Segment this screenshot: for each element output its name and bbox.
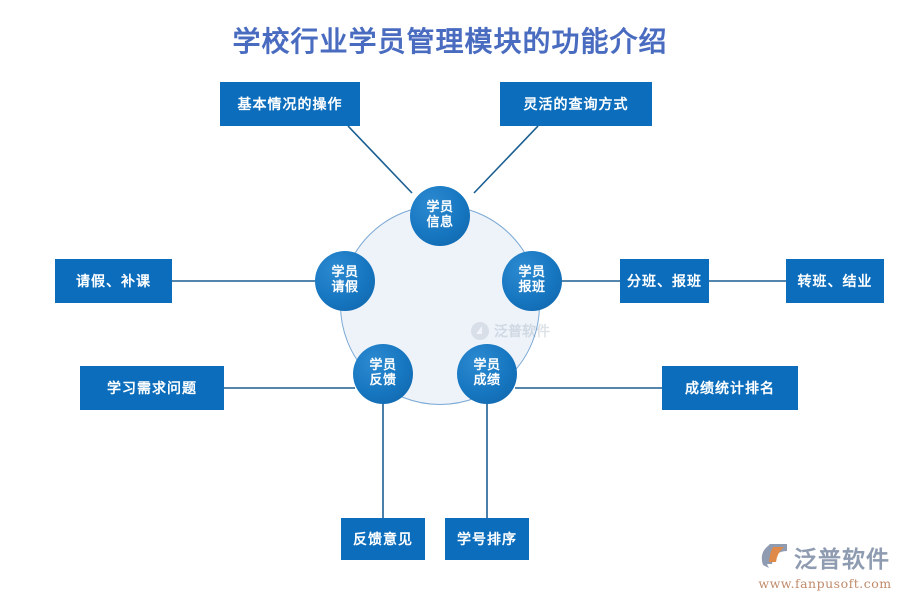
line-basic-operation-to-info bbox=[347, 125, 413, 194]
node-student-info-line2: 信息 bbox=[426, 215, 454, 230]
box-flexible-query[interactable]: 灵活的查询方式 bbox=[500, 82, 652, 126]
node-student-score-line2: 成绩 bbox=[473, 373, 501, 388]
box-feedback-opinion-label: 反馈意见 bbox=[353, 532, 413, 548]
box-student-no-sort-label: 学号排序 bbox=[457, 532, 517, 548]
node-student-enroll-line2: 报班 bbox=[518, 280, 546, 295]
box-score-ranking-label: 成绩统计排名 bbox=[685, 381, 775, 397]
node-student-info[interactable]: 学员 信息 bbox=[410, 186, 470, 246]
node-student-score[interactable]: 学员 成绩 bbox=[457, 344, 517, 404]
node-student-leave-line2: 请假 bbox=[331, 280, 359, 295]
box-leave-makeup[interactable]: 请假、补课 bbox=[55, 259, 172, 303]
node-student-feedback-line2: 反馈 bbox=[369, 373, 397, 388]
logo-company-name: 泛普软件 bbox=[794, 547, 890, 573]
company-logo: 泛普软件 www.fanpusoft.com bbox=[757, 540, 893, 592]
box-score-ranking[interactable]: 成绩统计排名 bbox=[662, 366, 798, 410]
node-student-enroll-line1: 学员 bbox=[518, 265, 546, 281]
box-basic-operation-label: 基本情况的操作 bbox=[237, 97, 343, 113]
box-feedback-opinion[interactable]: 反馈意见 bbox=[341, 518, 425, 560]
page-title: 学校行业学员管理模块的功能介绍 bbox=[232, 25, 668, 58]
box-leave-makeup-label: 请假、补课 bbox=[76, 274, 151, 290]
box-class-assign-label: 分班、报班 bbox=[627, 274, 702, 290]
box-flexible-query-label: 灵活的查询方式 bbox=[523, 97, 629, 113]
node-student-enroll[interactable]: 学员 报班 bbox=[502, 251, 562, 311]
logo-row: 泛普软件 bbox=[757, 540, 893, 574]
node-student-score-line1: 学员 bbox=[473, 358, 501, 374]
node-student-leave-line1: 学员 bbox=[331, 265, 359, 281]
node-student-feedback-line1: 学员 bbox=[369, 358, 397, 374]
box-study-demand-label: 学习需求问题 bbox=[107, 381, 197, 397]
box-basic-operation[interactable]: 基本情况的操作 bbox=[220, 82, 360, 126]
line-flexible-query-to-info bbox=[473, 125, 539, 194]
box-student-no-sort[interactable]: 学号排序 bbox=[445, 518, 529, 560]
box-class-assign[interactable]: 分班、报班 bbox=[620, 259, 709, 303]
box-study-demand[interactable]: 学习需求问题 bbox=[80, 366, 224, 410]
node-student-info-line1: 学员 bbox=[426, 200, 454, 216]
fanpu-logo-icon bbox=[761, 544, 787, 568]
box-class-transfer-label: 转班、结业 bbox=[797, 274, 873, 290]
box-class-transfer[interactable]: 转班、结业 bbox=[786, 259, 884, 303]
node-student-leave[interactable]: 学员 请假 bbox=[315, 251, 375, 311]
logo-website-url: www.fanpusoft.com bbox=[758, 576, 892, 591]
node-student-feedback[interactable]: 学员 反馈 bbox=[353, 344, 413, 404]
